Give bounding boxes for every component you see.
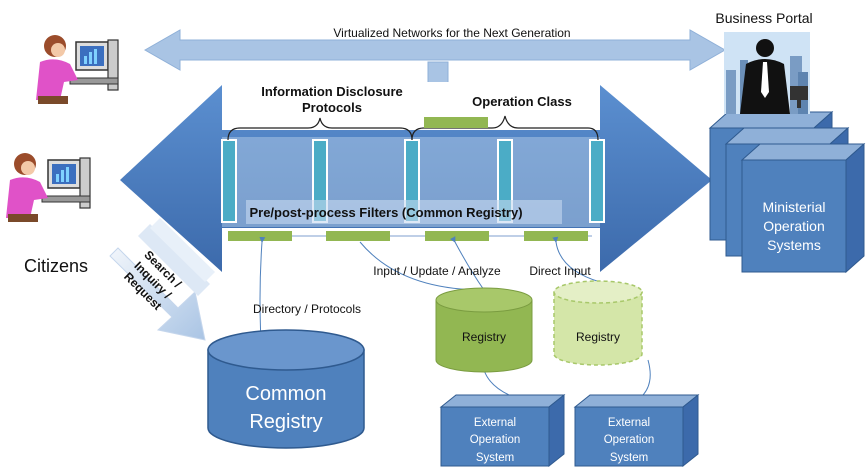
external2-line2: Operation [604,434,655,446]
registry-dashed-cylinder: Registry [553,280,643,366]
ministerial-systems-stack: Ministerial Operation Systems [708,110,866,274]
registry-solid-label: Registry [462,330,506,344]
protocol-bar-5 [589,139,605,223]
filters-band [246,200,562,224]
filter-bar-3 [425,231,489,241]
common-registry-line1: Common [245,383,326,405]
external-operation-system-2: External Operation System [573,393,700,468]
citizen-icon-2 [6,153,91,222]
directory-protocols-label: Directory / Protocols [253,302,361,316]
external2-line1: External [608,417,650,429]
registry-solid-cylinder: Registry [435,287,533,373]
ministerial-line2: Operation [763,218,824,234]
ministerial-line1: Ministerial [762,199,825,215]
info-disclosure-line1: Information Disclosure [261,84,403,99]
common-registry-cylinder: Common Registry [207,329,365,449]
business-person-icon [724,32,810,114]
conn-registry-external [479,364,517,399]
conn-direct [552,236,601,283]
filters-label: Pre/post-process Filters (Common Registr… [249,205,522,220]
common-registry-line2: Registry [249,411,322,433]
external-operation-system-1: External Operation System [439,393,566,468]
external1-line2: Operation [470,434,521,446]
filter-bar-2 [326,231,390,241]
registry-dashed-label: Registry [576,330,620,344]
input-update-analyze-label: Input / Update / Analyze [373,264,501,278]
brace-left [227,117,413,141]
brace-right [411,115,599,141]
label-backdrop [230,82,590,130]
operation-class-label: Operation Class [472,94,572,109]
business-portal-label: Business Portal [715,10,812,26]
citizen-icon-1 [36,35,119,104]
search-arrow: Search / Inquiry / Request [109,218,215,341]
filter-bar-4 [524,231,588,241]
info-disclosure-line2: Protocols [302,100,362,115]
conn-update-2 [449,236,485,291]
top-banner-label: Virtualized Networks for the Next Genera… [333,26,570,40]
direct-input-label: Direct Input [529,264,591,278]
external2-line3: System [610,452,648,464]
operation-class-bar [424,117,488,128]
ministerial-line3: Systems [767,237,821,253]
external1-line1: External [474,417,516,429]
protocol-bar-1 [221,139,237,223]
external1-line3: System [476,452,514,464]
citizens-label: Citizens [24,256,88,276]
filter-bar-1 [228,231,292,241]
conn-dashed-external [639,359,651,399]
